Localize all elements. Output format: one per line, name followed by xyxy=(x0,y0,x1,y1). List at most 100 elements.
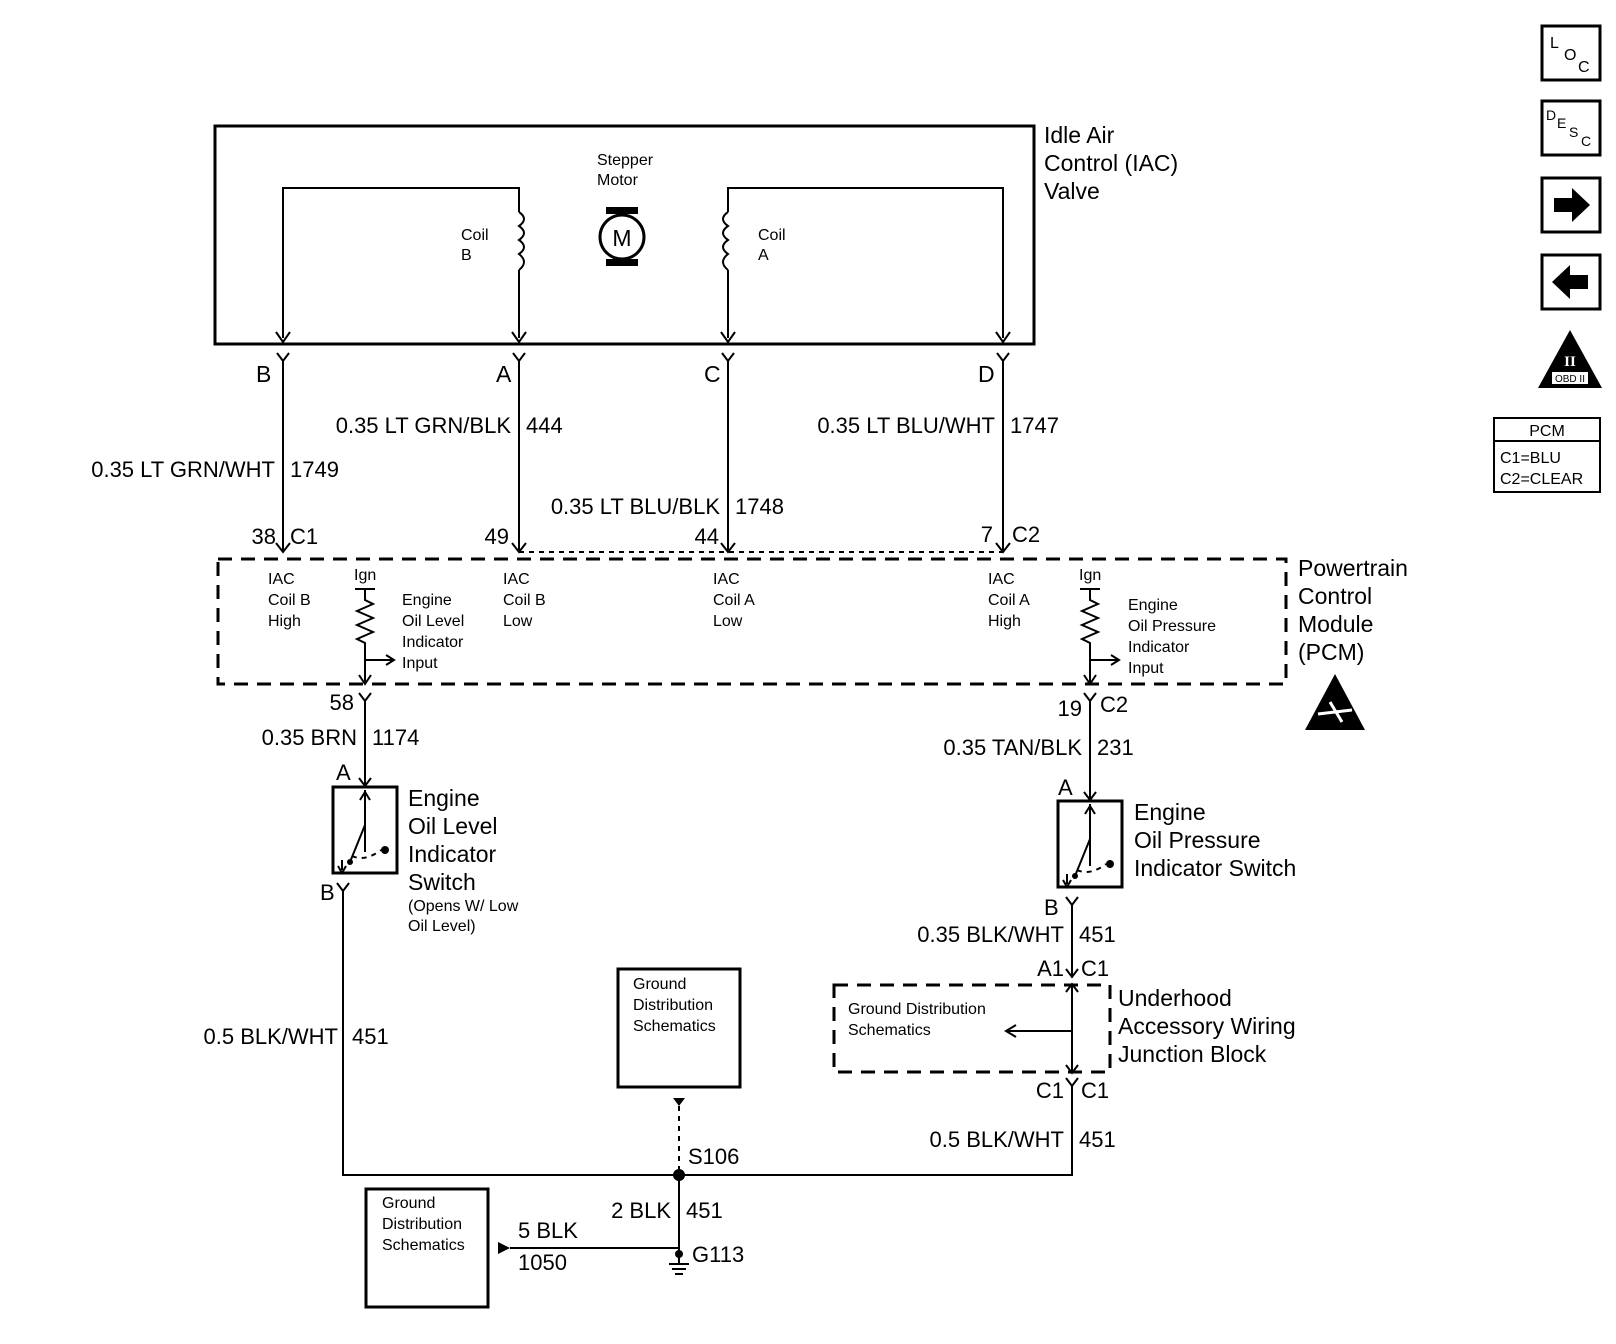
pcm-oli-3: Indicator xyxy=(402,634,464,651)
junction-a1-mark xyxy=(1065,968,1079,979)
pcm-opi-3: Indicator xyxy=(1128,639,1190,656)
obd-label-bg xyxy=(1552,372,1588,384)
oil-pressure-switch-icon xyxy=(1062,804,1114,890)
desc-e: E xyxy=(1557,115,1566,131)
loc-button[interactable]: L O C xyxy=(1540,24,1602,82)
wire-451-ground-spec: 2 BLK xyxy=(611,1198,671,1223)
ground-center-arrow xyxy=(673,1098,685,1106)
loc-c: C xyxy=(1578,59,1590,76)
oil-level-arrow-down xyxy=(358,674,372,686)
pcm-title-2: Control xyxy=(1298,583,1372,609)
pcm-opi-1: Engine xyxy=(1128,597,1178,614)
pcm-cbh-2: Coil B xyxy=(268,592,311,609)
oil-pressure-term-b: B xyxy=(1044,895,1059,920)
wire-231-circuit: 231 xyxy=(1097,735,1134,760)
pcm-pin-38: 38 xyxy=(252,524,276,549)
wire-1174-spec: 0.35 BRN xyxy=(262,725,357,750)
wire-444-spec: 0.35 LT GRN/BLK xyxy=(336,413,512,438)
coil-a-label-2: A xyxy=(758,247,769,264)
wire-1748-circuit: 1748 xyxy=(735,494,784,519)
coil-b-label-1: Coil xyxy=(461,227,489,244)
pcm-pin-58: 58 xyxy=(330,690,354,715)
iac-term-b: B xyxy=(256,361,271,387)
wire-451-ground-circuit: 451 xyxy=(686,1198,723,1223)
wire-1749-circuit: 1749 xyxy=(290,457,339,482)
junction-inner-2: Schematics xyxy=(848,1022,931,1039)
wire-1050-circuit: 1050 xyxy=(518,1250,567,1275)
pcm-ign-right: Ign xyxy=(1079,567,1101,584)
pcm-pin58-mark xyxy=(358,692,372,703)
oil-level-switch-box xyxy=(331,785,399,875)
oil-level-switch-b-mark xyxy=(336,882,350,893)
junction-ground-arrow xyxy=(1004,1024,1072,1038)
pcm-box xyxy=(216,557,1288,686)
pcm-legend-title: PCM xyxy=(1529,423,1565,440)
pcm-ign-left: Ign xyxy=(354,567,376,584)
ground-center-1: Ground xyxy=(633,976,686,993)
pcm-cbl-1: IAC xyxy=(503,571,530,588)
pcm-module: Powertrain Control Module (PCM) IAC Coil… xyxy=(216,555,1408,730)
pcm-conn-c2-bottom: C2 xyxy=(1100,692,1128,717)
pcm-pin-49: 49 xyxy=(485,524,509,549)
splice-label: S106 xyxy=(688,1144,739,1169)
oil-pressure-branch: 19 C2 0.35 TAN/BLK 231 A Engine Oil Pres… xyxy=(832,692,1296,1152)
wire-1050-spec: 5 BLK xyxy=(518,1218,578,1243)
pcm-cal-2: Coil A xyxy=(713,592,755,609)
pcm-pin19-mark xyxy=(1083,692,1097,703)
junction-internal-arrows xyxy=(1065,982,1079,1075)
wire-451-left-circuit: 451 xyxy=(352,1024,389,1049)
motor-label-1: Stepper xyxy=(597,152,654,169)
pcm-title-4: (PCM) xyxy=(1298,639,1364,665)
pcm-cbh-1: IAC xyxy=(268,571,295,588)
loc-o: O xyxy=(1564,47,1576,64)
wire-1174-circuit: 1174 xyxy=(372,725,419,750)
motor-symbol: M xyxy=(612,225,631,251)
junction-c1-bottom-right: C1 xyxy=(1081,1078,1109,1103)
oil-level-note-1: (Opens W/ Low xyxy=(408,898,519,915)
junction-title-2: Accessory Wiring xyxy=(1118,1013,1296,1039)
coil-b-icon xyxy=(517,211,525,271)
ground-box-left xyxy=(364,1187,490,1309)
ground-box-center xyxy=(616,967,742,1089)
obd-ii-button[interactable]: II OBD II xyxy=(1538,330,1602,388)
side-toolbar: L O C D E S C II OBD II PCM xyxy=(1493,24,1602,493)
pcm-cbh-3: High xyxy=(268,613,301,630)
oil-level-term-a: A xyxy=(336,760,351,785)
oil-level-branch: 58 0.35 BRN 1174 A Engine Oil Level Indi… xyxy=(204,690,1073,1176)
loc-icon[interactable] xyxy=(1540,24,1602,82)
pcm-legend-box xyxy=(1493,417,1601,493)
ground-center-2: Distribution xyxy=(633,997,713,1014)
ground-left-3: Schematics xyxy=(382,1237,465,1254)
right-arrow-icon xyxy=(1554,188,1590,222)
motor-label-2: Motor xyxy=(597,172,639,189)
wire-451-lower-right-spec: 0.5 BLK/WHT xyxy=(930,1127,1064,1152)
oil-pressure-pullup-resistor xyxy=(1079,588,1101,683)
iac-valve-box xyxy=(213,124,1036,346)
prev-button[interactable] xyxy=(1540,253,1602,311)
pcm-cah-1: IAC xyxy=(988,571,1015,588)
oil-pressure-input-arrow xyxy=(1090,654,1121,666)
ground-left-1: Ground xyxy=(382,1195,435,1212)
pcm-pin-19: 19 xyxy=(1058,696,1082,721)
junction-a1: A1 xyxy=(1037,956,1064,981)
iac-pcm-wires: B A C D 0.35 LT GRN/WHT 1749 0.35 LT GRN… xyxy=(91,352,1059,554)
junction-c1-bottom-mark xyxy=(1065,1077,1079,1088)
oil-level-note-2: Oil Level) xyxy=(408,918,476,935)
iac-title-1: Idle Air xyxy=(1044,122,1115,148)
junction-title-1: Underhood xyxy=(1118,985,1232,1011)
pcm-cbl-3: Low xyxy=(503,613,533,630)
next-button[interactable] xyxy=(1540,176,1602,234)
next-button-frame[interactable] xyxy=(1540,176,1602,234)
ground-left-arrow xyxy=(498,1242,510,1254)
pcm-pin-7: 7 xyxy=(981,522,993,547)
oil-level-input-arrow xyxy=(365,654,396,666)
ground-center-3: Schematics xyxy=(633,1018,716,1035)
desc-button[interactable]: D E S C xyxy=(1540,99,1602,157)
oil-level-title-2: Oil Level xyxy=(408,813,497,839)
oil-pressure-title-2: Oil Pressure xyxy=(1134,827,1261,853)
junction-c1-top: C1 xyxy=(1081,956,1109,981)
oil-pressure-term-a: A xyxy=(1058,775,1073,800)
desc-icon[interactable] xyxy=(1540,99,1602,157)
coil-a-wire-top xyxy=(727,187,1004,338)
oil-level-term-b: B xyxy=(320,880,335,905)
